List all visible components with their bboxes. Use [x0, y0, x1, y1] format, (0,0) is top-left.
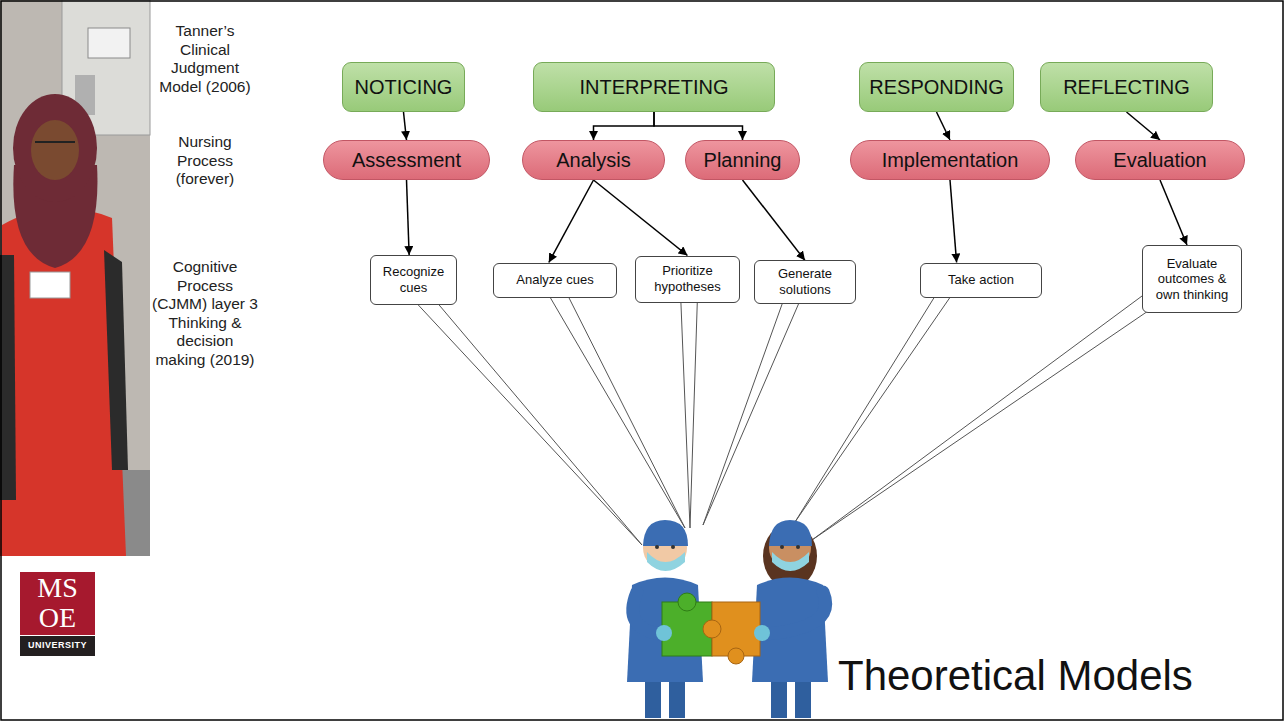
nurse-figure: [780, 545, 784, 549]
callout-box: Take action: [920, 263, 1042, 298]
model-stage: RESPONDING: [859, 62, 1013, 112]
node-text: Take action: [948, 272, 1014, 288]
node-text: Analyze cues: [516, 272, 593, 288]
node-text: REFLECTING: [1063, 76, 1190, 99]
nurse-figure: [643, 520, 688, 546]
nurse-figure: [766, 592, 826, 634]
logo-letters: MS: [20, 574, 95, 602]
flow-arrow: [1160, 180, 1187, 245]
nurse-figure: [671, 545, 675, 549]
flow-arrow: [1127, 112, 1161, 140]
process-pill: Evaluation: [1075, 140, 1245, 180]
university-logo: [20, 572, 95, 656]
node-text: Analysis: [556, 149, 630, 172]
flow-arrow: [654, 112, 743, 140]
flow-arrow: [743, 180, 806, 260]
process-pill: Implementation: [850, 140, 1050, 180]
photo: [0, 0, 150, 556]
model-stage: REFLECTING: [1040, 62, 1213, 112]
nurse-figure: [627, 520, 828, 718]
nurse-figure: [633, 592, 660, 634]
node-text: Planning: [704, 149, 782, 172]
flow-arrow: [937, 112, 951, 140]
process-pill: Planning: [685, 140, 800, 180]
node-text: NOTICING: [355, 76, 453, 99]
callout-box: Prioritize hypotheses: [635, 256, 740, 303]
nurse-figure: [754, 625, 770, 641]
flow-arrow: [407, 180, 410, 255]
nurse-figure: [678, 593, 696, 611]
photo: [13, 94, 97, 202]
flow-arrow: [549, 180, 594, 263]
node-text: Recognize cues: [377, 264, 450, 295]
nurse-figure: [796, 545, 800, 549]
node-text: INTERPRETING: [580, 76, 729, 99]
node-text: RESPONDING: [869, 76, 1003, 99]
logo-letters: OE: [20, 604, 95, 632]
nurse-figure: [769, 520, 812, 546]
model-stage: NOTICING: [342, 62, 465, 112]
flow-arrow: [594, 180, 688, 256]
nurse-figure: [655, 545, 659, 549]
flow-arrow: [594, 112, 655, 140]
photo: [0, 0, 150, 556]
process-pill: Assessment: [323, 140, 490, 180]
nurse-figure: [703, 620, 721, 638]
nurse-figure: [728, 648, 744, 664]
nurse-figure: [647, 552, 685, 571]
callout-tail: [395, 280, 642, 545]
photo: [30, 272, 70, 298]
photo: [88, 28, 130, 58]
node-text: Assessment: [352, 149, 461, 172]
callout-tail: [703, 282, 808, 525]
photo: [35, 141, 75, 143]
callout-tail: [540, 280, 685, 528]
callout-tail: [812, 279, 1195, 540]
logo-wordmark-text: UNIVERSITY: [28, 640, 87, 650]
node-text: Evaluation: [1113, 149, 1206, 172]
university-logo: [20, 636, 95, 656]
callout-box: Recognize cues: [370, 255, 457, 305]
photo: [31, 120, 79, 180]
row-label-text: Nursing Process (forever): [176, 133, 235, 187]
node-text: Prioritize hypotheses: [642, 263, 733, 294]
callout-tail: [795, 280, 962, 522]
row-label-text: Tanner’s Clinical Judgment Model (2006): [159, 22, 250, 95]
flow-arrow: [950, 180, 957, 263]
model-stage: INTERPRETING: [533, 62, 775, 112]
slide-title: Theoretical Models: [838, 652, 1193, 700]
node-text: Implementation: [882, 149, 1019, 172]
logo-letters-text: OE: [39, 602, 76, 633]
row-label: Cognitive Process (CJMM) layer 3 Thinkin…: [150, 258, 260, 370]
photo: [104, 250, 128, 470]
row-label-text: Cognitive Process (CJMM) layer 3 Thinkin…: [152, 258, 258, 368]
connectors: [404, 112, 1188, 263]
nurse-figure: [772, 552, 809, 571]
callout-box: Evaluate outcomes & own thinking: [1142, 245, 1242, 313]
nurse-figure: [656, 625, 672, 641]
university-logo: [20, 572, 95, 635]
callout-box: Generate solutions: [754, 260, 856, 303]
callout-tail: [395, 279, 1195, 545]
flow-arrow: [404, 112, 407, 140]
row-label: Tanner’s Clinical Judgment Model (2006): [150, 22, 260, 96]
process-pill: Analysis: [522, 140, 665, 180]
nurse-figure: [752, 578, 828, 683]
row-label: Nursing Process (forever): [150, 133, 260, 189]
callout-box: Analyze cues: [493, 263, 617, 298]
photo: [0, 255, 16, 500]
node-text: Generate solutions: [761, 266, 849, 297]
logo-letters-text: MS: [37, 572, 77, 603]
node-text: Evaluate outcomes & own thinking: [1149, 256, 1235, 303]
logo-wordmark: UNIVERSITY: [20, 640, 95, 651]
callout-tail: [680, 280, 698, 528]
